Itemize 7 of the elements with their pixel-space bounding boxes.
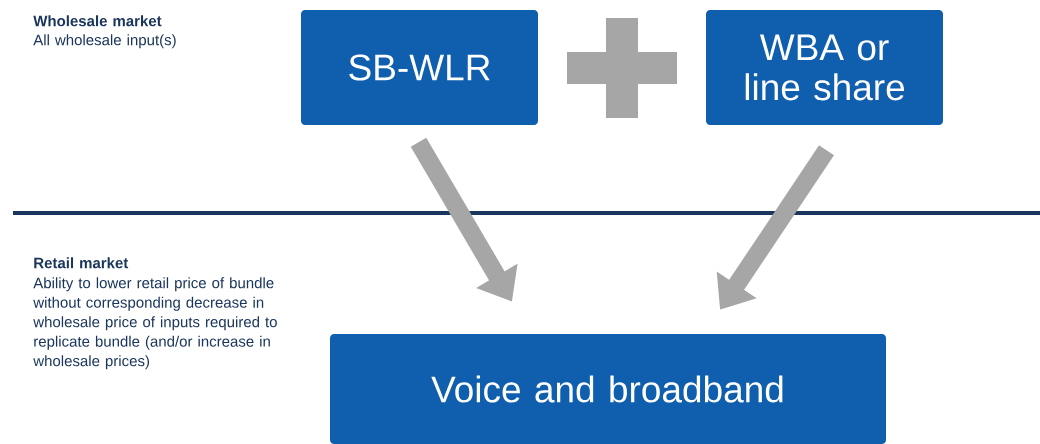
heading: Wholesale market <box>33 15 162 27</box>
process-box: SB-WLR <box>301 10 538 125</box>
note-text: All wholesale input(s) <box>33 34 176 49</box>
process-box: Voice and broadband <box>330 334 886 444</box>
note-text: Ability to lower retail price of bundle without corresponding decrease in wholesale price of inputs required to replicate bundle (and/or increase in wholesale prices) <box>33 277 277 370</box>
heading: Retail market <box>34 257 129 269</box>
process-box: WBA or line share <box>706 10 943 125</box>
